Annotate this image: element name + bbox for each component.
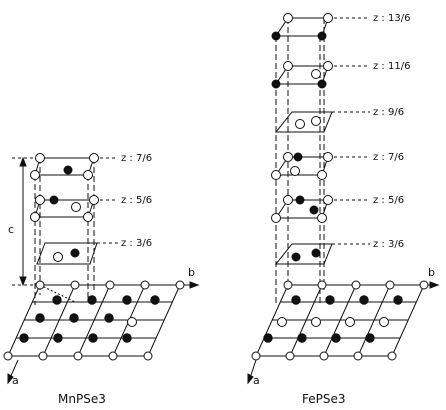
fe-layer-3-6 (274, 243, 333, 265)
b-axis-arrow (189, 281, 200, 289)
fe-z-label-3-6: z : 3/6 (373, 239, 404, 250)
mn-z-label-3-6: z : 3/6 (121, 238, 152, 249)
fe-z-label-7-6: z : 7/6 (373, 152, 404, 163)
fe-b-axis-arrow (429, 281, 440, 289)
fepse3-atoms (251, 13, 429, 361)
fe-a-axis-label: a (253, 374, 260, 387)
mnpse3-caption: MnPSe3 (58, 392, 106, 406)
fepse3-structure (247, 17, 440, 385)
fe-b-axis-label: b (428, 266, 435, 279)
c-axis-arrow-bottom (19, 276, 27, 287)
fe-z-label-5-6: z : 5/6 (373, 195, 404, 206)
mn-z-label-5-6: z : 5/6 (121, 195, 152, 206)
fe-z-label-11-6: z : 11/6 (373, 61, 410, 72)
fe-layer-9-6 (274, 111, 333, 133)
mn-z-label-7-6: z : 7/6 (121, 153, 152, 164)
fe-z-label-13-6: z : 13/6 (373, 13, 410, 24)
mn-c-axis-label: c (8, 223, 14, 236)
mn-a-axis-label: a (12, 374, 19, 387)
c-axis-arrow-top (19, 156, 27, 167)
layer-3-6 (36, 242, 98, 265)
mnpse3-structure (7, 156, 200, 385)
fe-a-axis-line (249, 359, 257, 379)
mn-b-axis-label: b (188, 266, 195, 279)
fepse3-caption: FePSe3 (302, 392, 346, 406)
fe-z-label-9-6: z : 9/6 (373, 107, 404, 118)
mnpse3-atoms (3, 153, 185, 361)
a-axis-line (9, 359, 19, 379)
